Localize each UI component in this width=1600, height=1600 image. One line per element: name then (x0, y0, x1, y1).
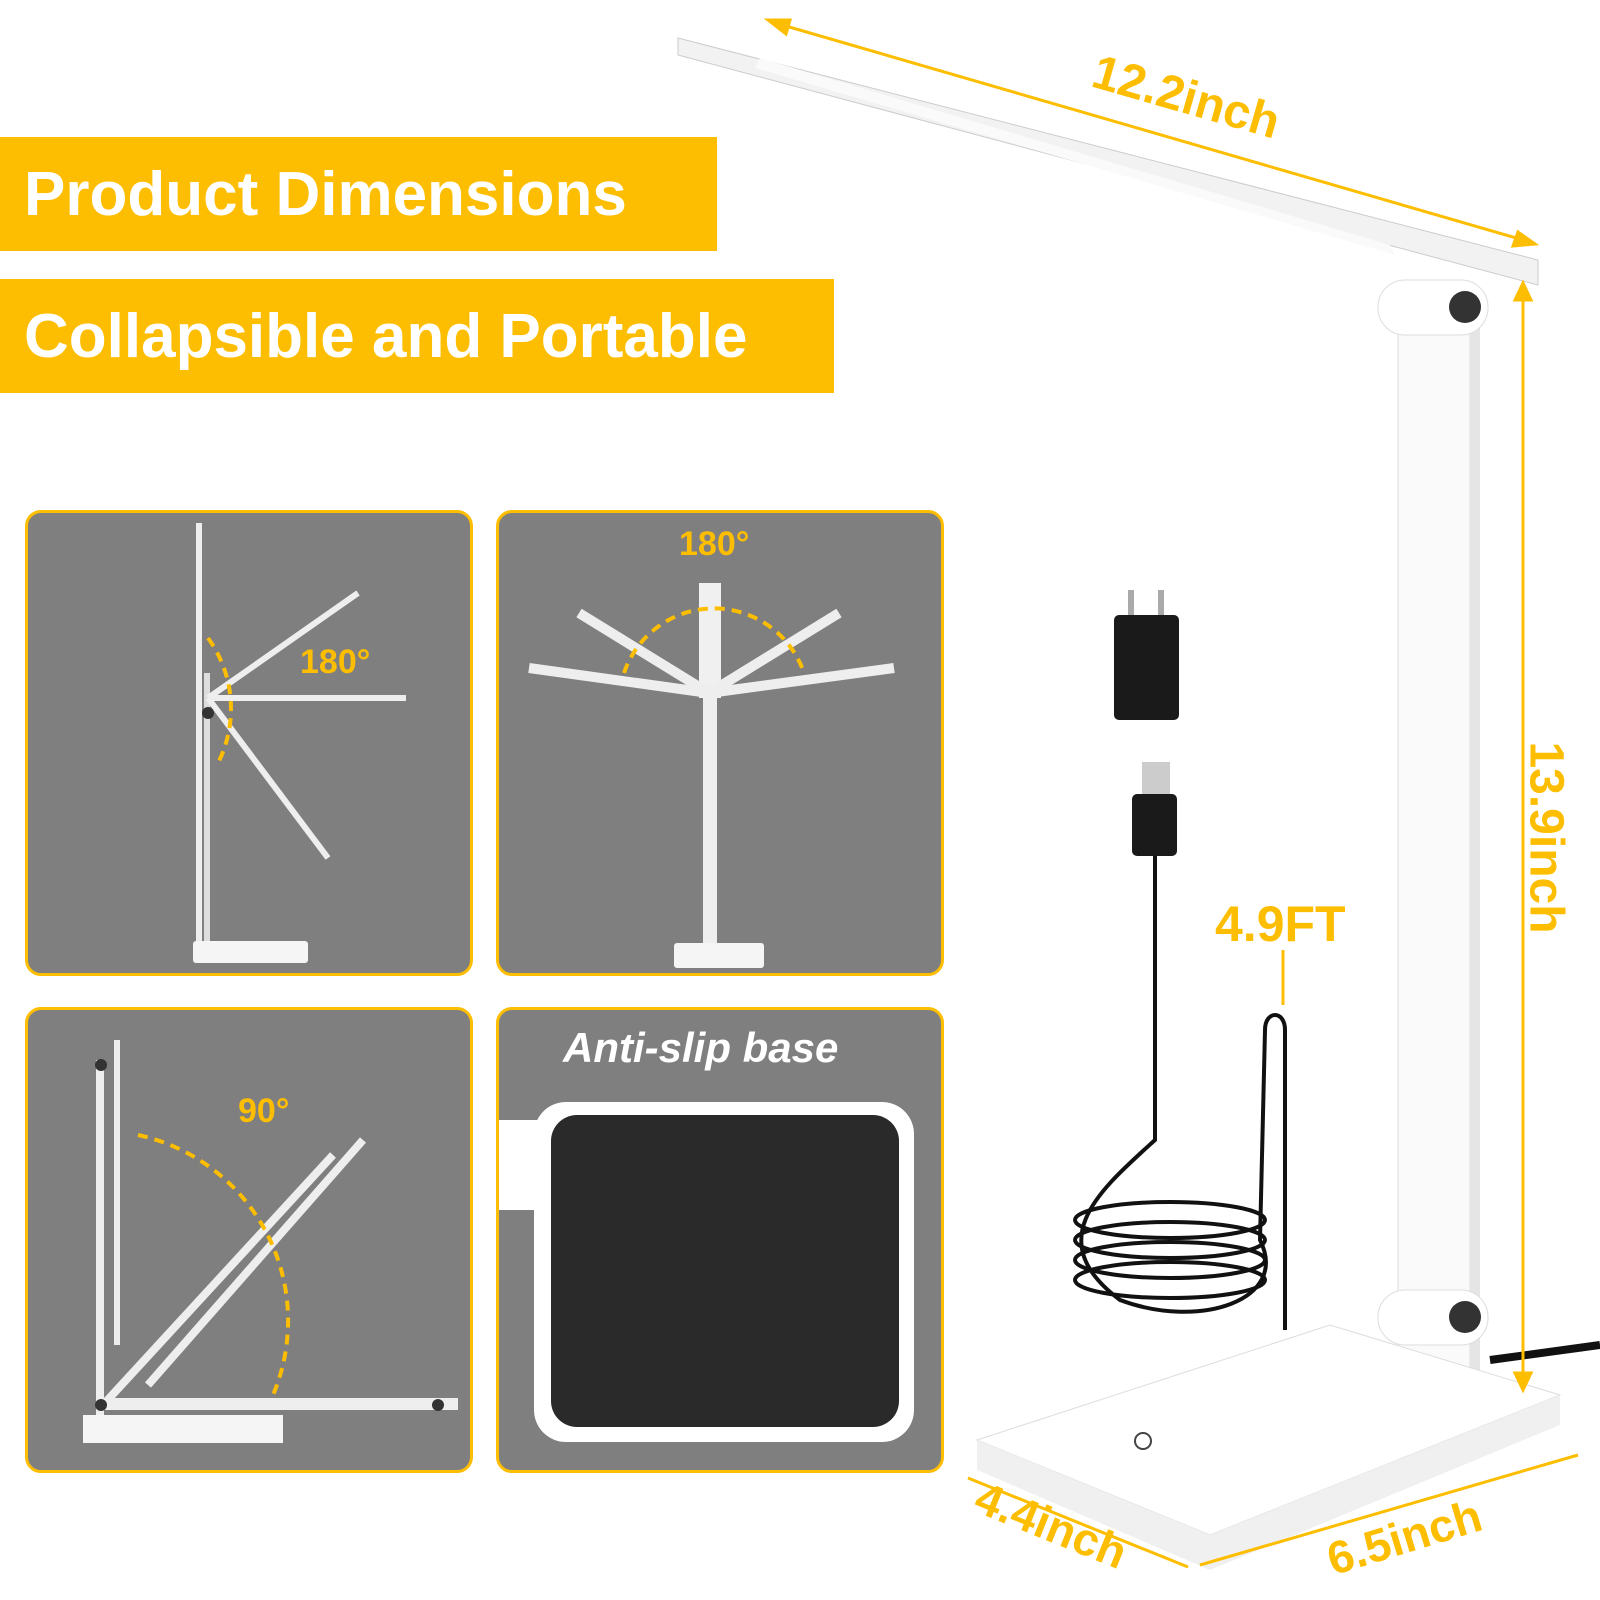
height-label: 13.9inch (1519, 741, 1573, 934)
panel-anti-slip-base: Anti-slip base (496, 1007, 944, 1473)
swivel-angle-label: 180° (679, 525, 750, 563)
rotation-angle-label: 180° (300, 643, 371, 681)
panel-fold: 90° (25, 1007, 473, 1473)
lamp-fold-illustration (83, 1040, 458, 1443)
cable-length-label: 4.9FT (1215, 896, 1346, 952)
lamp-head-rotation-illustration (193, 523, 406, 963)
anti-slip-caption: Anti-slip base (563, 1024, 839, 1071)
subtitle-banner: Collapsible and Portable (0, 279, 834, 393)
panel-head-rotation: 180° (25, 510, 473, 976)
base-underside-illustration (499, 1102, 914, 1442)
panel-head-swivel: 180° (496, 510, 944, 976)
title-banner: Product Dimensions (0, 137, 717, 251)
fold-angle-label: 90° (238, 1092, 290, 1130)
dimension-arrows (763, 18, 1579, 1569)
lamp-head-swivel-illustration (528, 583, 895, 968)
